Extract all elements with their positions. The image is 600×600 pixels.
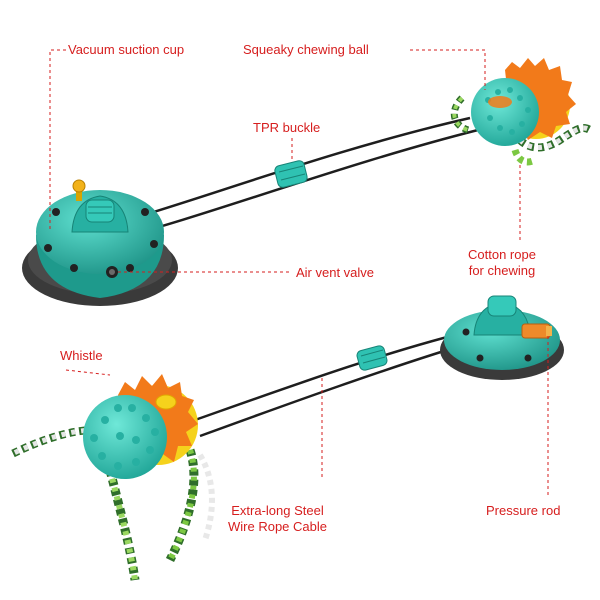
- top-tpr-buckle-icon: [274, 160, 308, 188]
- leader-squeaky-chewing-ball: [410, 49, 486, 90]
- bottom-tpr-buckle-icon: [356, 345, 388, 371]
- bottom-toy-unit: [8, 295, 564, 581]
- label-pressure-rod: Pressure rod: [486, 503, 561, 518]
- leader-lines: [49, 49, 549, 495]
- top-chew-ball-icon: [471, 58, 576, 146]
- label-steel-cable: Extra-long Steel Wire Rope Cable: [228, 503, 327, 535]
- top-suction-cup-icon: [22, 179, 178, 306]
- top-toy-unit: [22, 58, 593, 306]
- bottom-steel-cable: [194, 328, 481, 438]
- top-cotton-rope-icon: [450, 95, 593, 166]
- leader-whistle: [65, 369, 111, 376]
- label-squeaky-chewing-ball: Squeaky chewing ball: [243, 42, 369, 57]
- label-cotton-rope: Cotton rope for chewing: [468, 247, 536, 279]
- label-tpr-buckle: TPR buckle: [253, 120, 321, 135]
- label-steel-cable-line1: Extra-long Steel: [231, 503, 324, 518]
- label-cotton-rope-line1: Cotton rope: [468, 247, 536, 262]
- bottom-suction-cup-icon: [440, 295, 564, 380]
- label-vacuum-suction-cup: Vacuum suction cup: [68, 42, 185, 57]
- label-air-vent-valve: Air vent valve: [296, 265, 375, 280]
- label-steel-cable-line2: Wire Rope Cable: [228, 519, 327, 534]
- label-whistle: Whistle: [60, 348, 103, 363]
- bottom-chew-ball-icon: [83, 374, 198, 479]
- bottom-cotton-rope-icon: [8, 426, 215, 581]
- label-cotton-rope-line2: for chewing: [468, 263, 536, 278]
